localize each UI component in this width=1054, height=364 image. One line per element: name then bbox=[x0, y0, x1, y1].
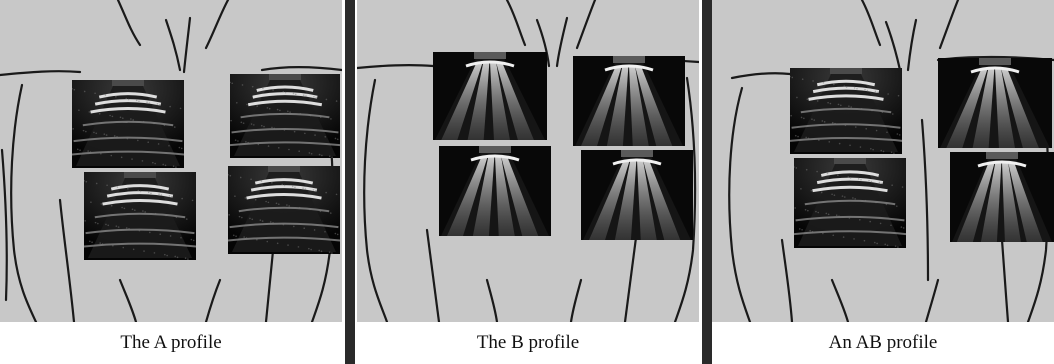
torso-drawing bbox=[712, 0, 1054, 322]
ultrasound-image-upper-right bbox=[938, 58, 1052, 148]
panel-caption: The B profile bbox=[357, 322, 699, 364]
b-lines-ultrasound bbox=[573, 56, 685, 146]
a-lines-ultrasound bbox=[230, 74, 340, 158]
torso-drawing bbox=[0, 0, 342, 322]
panel-caption: The A profile bbox=[0, 322, 342, 364]
a-lines-ultrasound bbox=[72, 80, 184, 168]
ultrasound-image-lower-left bbox=[439, 146, 551, 236]
a-lines-ultrasound bbox=[794, 158, 906, 248]
panel-ab-profile: An AB profile bbox=[712, 0, 1054, 364]
ultrasound-image-upper-right bbox=[230, 74, 340, 158]
b-lines-ultrasound bbox=[950, 152, 1054, 242]
panel-a-profile: The A profile bbox=[0, 0, 342, 364]
ultrasound-image-lower-left bbox=[84, 172, 196, 260]
ultrasound-image-upper-left bbox=[433, 52, 547, 140]
ultrasound-image-upper-left bbox=[790, 68, 902, 154]
ultrasound-image-lower-right bbox=[950, 152, 1054, 242]
a-lines-ultrasound bbox=[84, 172, 196, 260]
b-lines-ultrasound bbox=[433, 52, 547, 140]
a-lines-ultrasound bbox=[228, 166, 340, 254]
ultrasound-image-lower-left bbox=[794, 158, 906, 248]
panel-divider bbox=[702, 0, 712, 364]
ultrasound-image-lower-right bbox=[581, 150, 693, 240]
panel-b-profile: The B profile bbox=[357, 0, 699, 364]
panel-caption: An AB profile bbox=[712, 322, 1054, 364]
ultrasound-image-upper-left bbox=[72, 80, 184, 168]
b-lines-ultrasound bbox=[439, 146, 551, 236]
b-lines-ultrasound bbox=[581, 150, 693, 240]
torso-drawing bbox=[357, 0, 699, 322]
ultrasound-image-lower-right bbox=[228, 166, 340, 254]
a-lines-ultrasound bbox=[790, 68, 902, 154]
panel-divider bbox=[345, 0, 355, 364]
b-lines-ultrasound bbox=[938, 58, 1052, 148]
ultrasound-image-upper-right bbox=[573, 56, 685, 146]
